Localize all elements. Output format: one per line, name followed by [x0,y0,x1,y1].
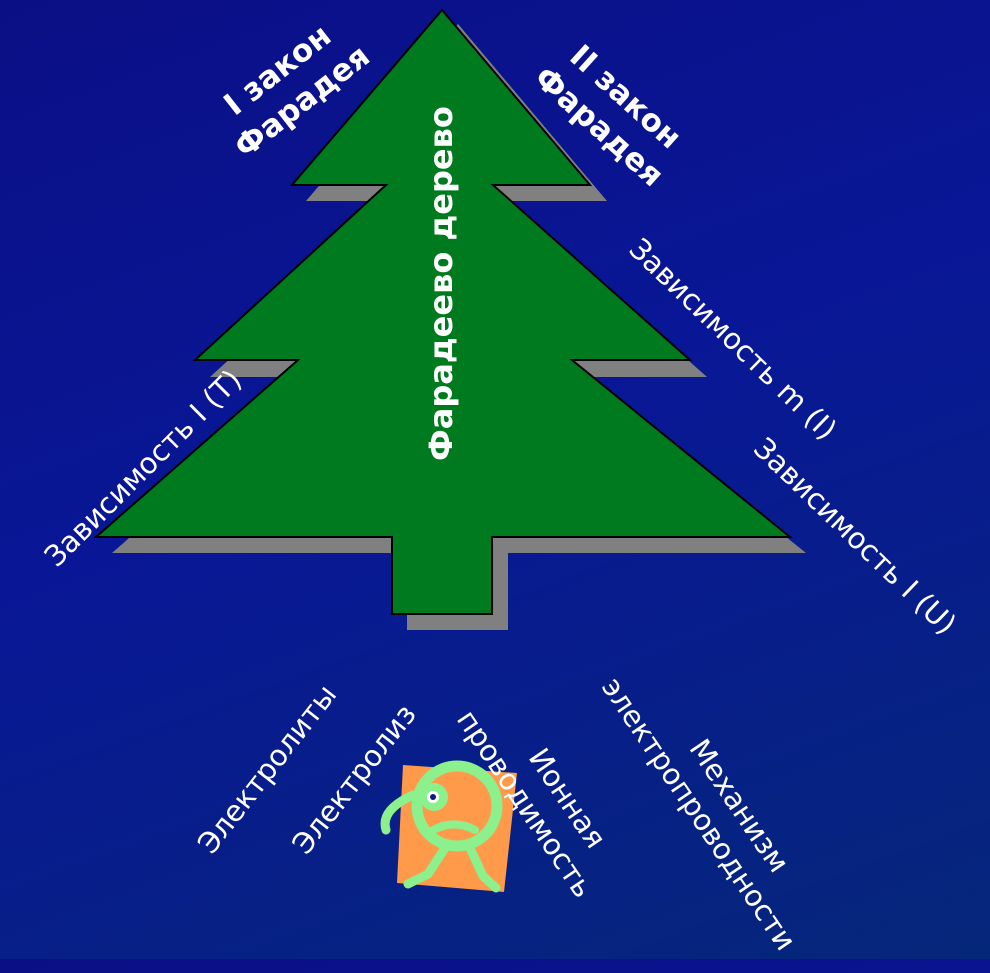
christmas-tree-shape [93,8,793,615]
tree-title: Фарадеево дерево [422,106,460,461]
sad-walking-face-icon [380,760,517,893]
